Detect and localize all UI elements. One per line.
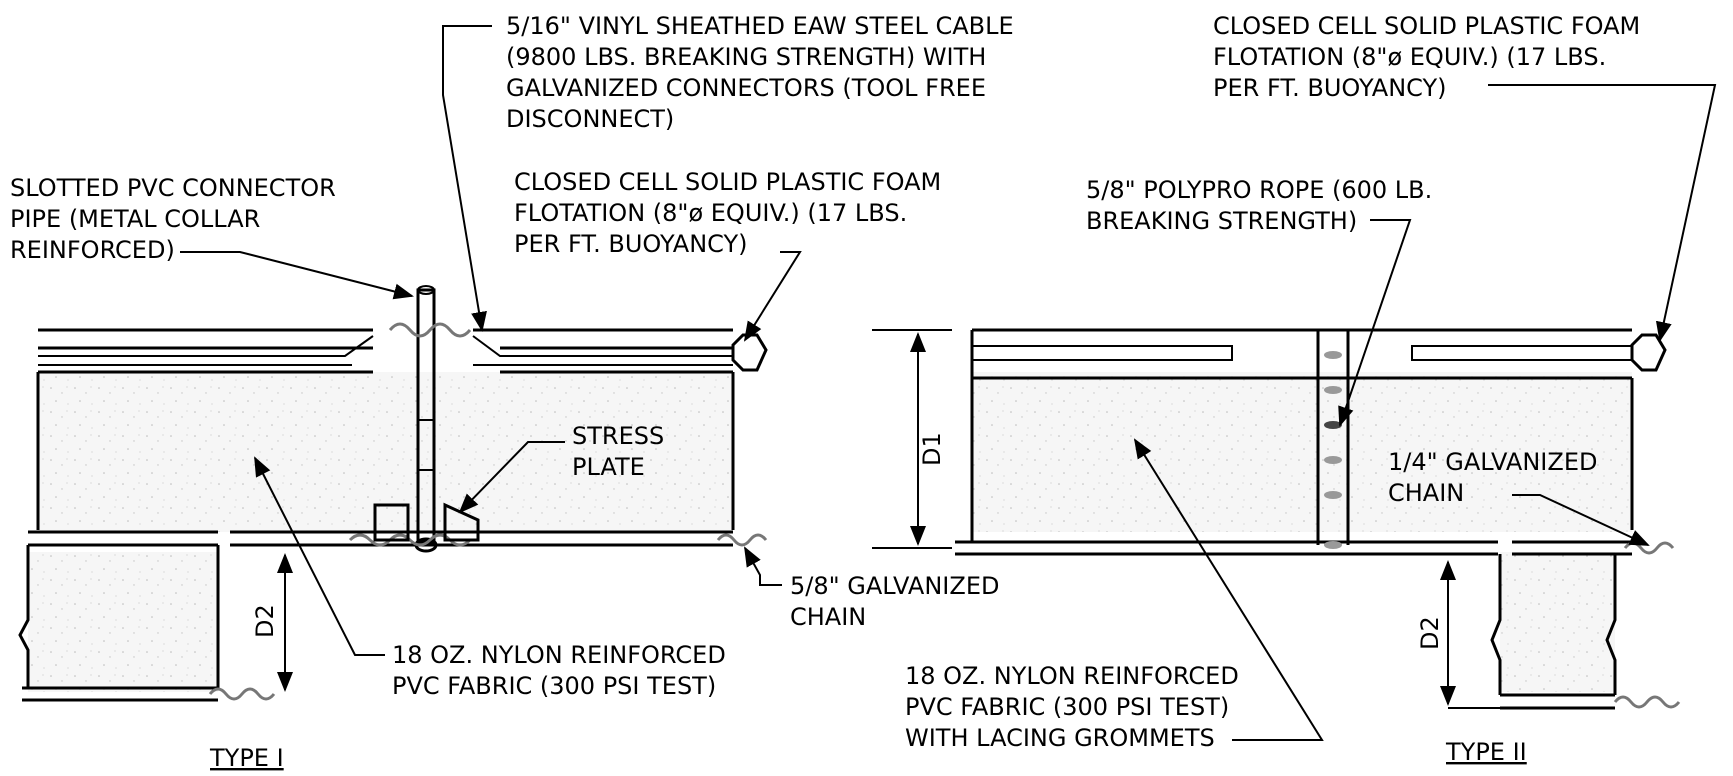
svg-text:CHAIN: CHAIN bbox=[790, 603, 866, 631]
svg-text:STRESS: STRESS bbox=[572, 422, 664, 450]
svg-text:SLOTTED PVC CONNECTOR: SLOTTED PVC CONNECTOR bbox=[10, 174, 336, 202]
svg-text:PER FT. BUOYANCY): PER FT. BUOYANCY) bbox=[514, 230, 748, 258]
type2-d2-label: D2 bbox=[1416, 616, 1444, 650]
type1-stress-plate-label: STRESS PLATE bbox=[572, 422, 664, 481]
type1-stress-plate-left bbox=[373, 503, 410, 542]
svg-text:REINFORCED): REINFORCED) bbox=[10, 236, 175, 264]
type1-cable-label: 5/16" VINYL SHEATHED EAW STEEL CABLE (98… bbox=[506, 12, 1014, 133]
svg-text:PER FT. BUOYANCY): PER FT. BUOYANCY) bbox=[1213, 74, 1447, 102]
svg-text:18 OZ. NYLON REINFORCED: 18 OZ. NYLON REINFORCED bbox=[905, 662, 1239, 690]
type1-chain-leader bbox=[744, 546, 782, 586]
type1-chain-label: 5/8" GALVANIZED CHAIN bbox=[790, 572, 999, 631]
svg-text:PVC FABRIC (300 PSI TEST): PVC FABRIC (300 PSI TEST) bbox=[392, 672, 716, 700]
type1-connector-label: SLOTTED PVC CONNECTOR PIPE (METAL COLLAR… bbox=[10, 174, 336, 264]
type1-flotation-label: CLOSED CELL SOLID PLASTIC FOAM FLOTATION… bbox=[514, 168, 941, 258]
type1-title: TYPE I bbox=[209, 744, 284, 772]
type1-d2-label: D2 bbox=[251, 604, 279, 638]
svg-text:PVC FABRIC (300 PSI TEST): PVC FABRIC (300 PSI TEST) bbox=[905, 693, 1229, 721]
type1-flotation-float bbox=[38, 328, 768, 374]
type2-flotation-leader bbox=[1488, 84, 1717, 342]
svg-text:5/8" GALVANIZED: 5/8" GALVANIZED bbox=[790, 572, 999, 600]
type2-float-end-hexagon bbox=[1630, 333, 1667, 372]
type2-d1-label: D1 bbox=[918, 432, 946, 466]
type1-pvc-connector-pipe bbox=[414, 285, 438, 553]
svg-text:1/4" GALVANIZED: 1/4" GALVANIZED bbox=[1388, 448, 1597, 476]
type2-title: TYPE II bbox=[1445, 738, 1527, 766]
svg-text:DISCONNECT): DISCONNECT) bbox=[506, 105, 674, 133]
type2-flotation-label: CLOSED CELL SOLID PLASTIC FOAM FLOTATION… bbox=[1213, 12, 1640, 102]
svg-text:5/8" POLYPRO ROPE (600 LB.: 5/8" POLYPRO ROPE (600 LB. bbox=[1086, 176, 1432, 204]
type1-chain-lower bbox=[208, 687, 276, 701]
type2-detail bbox=[872, 84, 1717, 741]
type2-fabric-label: 18 OZ. NYLON REINFORCED PVC FABRIC (300 … bbox=[905, 662, 1239, 752]
type1-fabric-leader bbox=[254, 456, 385, 656]
type2-fabric-leader bbox=[1133, 438, 1324, 741]
type1-cable-chain bbox=[388, 322, 472, 338]
type1-stress-plate-leader bbox=[458, 441, 565, 514]
type1-chain-right bbox=[716, 533, 768, 547]
type2-chain-label: 1/4" GALVANIZED CHAIN bbox=[1388, 448, 1597, 507]
svg-text:CLOSED CELL SOLID PLASTIC FOAM: CLOSED CELL SOLID PLASTIC FOAM bbox=[514, 168, 941, 196]
svg-text:PIPE (METAL COLLAR: PIPE (METAL COLLAR bbox=[10, 205, 260, 233]
type2-d2-dimension bbox=[1440, 560, 1500, 709]
type2-fabric-upper bbox=[972, 372, 1632, 532]
svg-text:(9800 LBS. BREAKING STRENGTH): (9800 LBS. BREAKING STRENGTH) WITH bbox=[506, 43, 986, 71]
type2-chain-upper bbox=[1623, 541, 1675, 555]
svg-text:WITH LACING GROMMETS: WITH LACING GROMMETS bbox=[905, 724, 1215, 752]
type1-fabric-outline bbox=[18, 372, 735, 702]
type1-detail bbox=[18, 25, 802, 702]
svg-text:CHAIN: CHAIN bbox=[1388, 479, 1464, 507]
type1-fabric-lower bbox=[28, 552, 218, 692]
type1-flotation-leader bbox=[743, 251, 802, 342]
type2-rope-label: 5/8" POLYPRO ROPE (600 LB. BREAKING STRE… bbox=[1086, 176, 1432, 235]
svg-text:FLOTATION (8"ø EQUIV.) (17 LBS: FLOTATION (8"ø EQUIV.) (17 LBS. bbox=[514, 199, 907, 227]
type1-fabric-upper bbox=[38, 372, 733, 532]
type2-chain-leader bbox=[1512, 494, 1650, 546]
svg-text:5/16" VINYL SHEATHED EAW STEEL: 5/16" VINYL SHEATHED EAW STEEL CABLE bbox=[506, 12, 1014, 40]
type2-chain-lower bbox=[1613, 695, 1681, 709]
svg-text:CLOSED CELL SOLID PLASTIC FOAM: CLOSED CELL SOLID PLASTIC FOAM bbox=[1213, 12, 1640, 40]
svg-text:BREAKING STRENGTH): BREAKING STRENGTH) bbox=[1086, 207, 1357, 235]
type1-stress-plate-right bbox=[443, 502, 480, 542]
type2-fabric-lower bbox=[1500, 552, 1615, 692]
svg-text:18 OZ. NYLON REINFORCED: 18 OZ. NYLON REINFORCED bbox=[392, 641, 726, 669]
type1-cable-leader bbox=[442, 25, 492, 332]
svg-text:PLATE: PLATE bbox=[572, 453, 645, 481]
svg-text:GALVANIZED CONNECTORS (TOOL FR: GALVANIZED CONNECTORS (TOOL FREE bbox=[506, 74, 986, 102]
type1-float-end-hexagon bbox=[731, 333, 768, 372]
type2-lacing-grommets bbox=[1324, 351, 1342, 549]
type1-connector-leader bbox=[180, 251, 414, 300]
type2-fabric-outline bbox=[955, 330, 1634, 710]
type2-rope-leader bbox=[1338, 219, 1412, 427]
type2-d1-dimension bbox=[872, 329, 952, 549]
type1-fabric-label: 18 OZ. NYLON REINFORCED PVC FABRIC (300 … bbox=[392, 641, 726, 700]
svg-text:FLOTATION (8"ø EQUIV.) (17 LBS: FLOTATION (8"ø EQUIV.) (17 LBS. bbox=[1213, 43, 1606, 71]
